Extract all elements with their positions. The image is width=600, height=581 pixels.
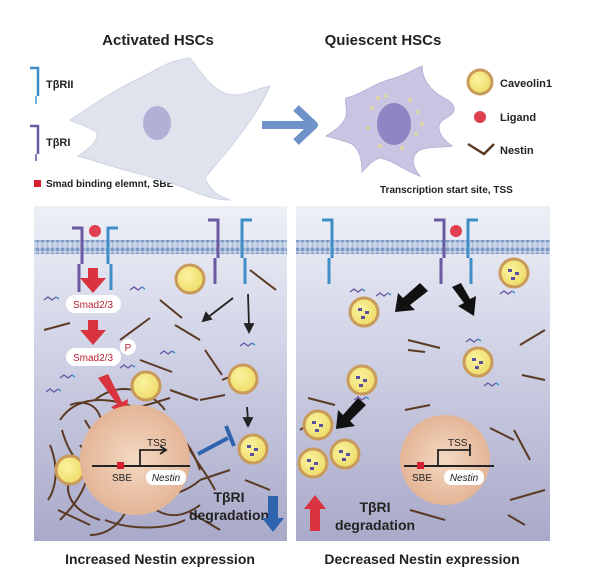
legend-nestin-label: Nestin — [500, 145, 534, 157]
legend-caveolin-icon — [466, 68, 494, 96]
legend-tbr2-label: TβRII — [46, 79, 74, 91]
right-caveolin-7 — [297, 447, 329, 479]
left-tss-arrow — [139, 445, 168, 466]
left-gene-box — [146, 470, 186, 485]
left-black-arrows — [201, 293, 255, 429]
right-receptor-single — [322, 218, 334, 284]
left-membrane — [34, 240, 287, 254]
right-black-arrows — [336, 283, 476, 429]
legend-tbr2-icon — [30, 66, 40, 104]
right-caveolin-6 — [329, 438, 361, 470]
legend-ligand-icon — [474, 111, 486, 123]
left-red-arrow-2 — [80, 320, 106, 345]
transition-arrow — [262, 105, 318, 145]
legend-tss-label: Transcription start site, TSS — [380, 185, 513, 196]
left-ligand — [89, 225, 101, 237]
smad-label-1: Smad2/3 — [73, 300, 113, 311]
right-sbe-mark — [417, 462, 424, 469]
right-deg-line1: TβRI — [359, 499, 390, 515]
right-receptor-pair — [434, 218, 478, 284]
right-caveolin-4 — [346, 364, 378, 396]
left-sbe-mark — [117, 462, 124, 469]
right-nucleus — [400, 415, 490, 505]
right-deg-line2: degradation — [335, 517, 415, 533]
left-panel: Smad2/3 Smad2/3 P TSS — [34, 206, 287, 541]
left-caveolin-4 — [54, 454, 86, 486]
right-sbe-label: SBE — [412, 473, 432, 484]
left-inhibition — [197, 425, 236, 456]
left-tss-label: TSS — [147, 438, 167, 449]
left-caveolin-2 — [130, 370, 162, 402]
left-gene-label: Nestin — [152, 473, 181, 484]
legend-sbe-icon — [34, 180, 41, 187]
left-down-arrow-icon — [262, 496, 284, 532]
right-tss-block — [437, 444, 471, 466]
right-caveolin-3 — [462, 346, 494, 378]
right-membrane — [296, 240, 550, 254]
activated-hsc-nucleus — [143, 106, 171, 140]
left-receptor-pair-2 — [208, 218, 252, 284]
left-caveolin-5 — [237, 433, 269, 465]
right-ligand — [450, 225, 462, 237]
quiescent-hsc-nucleus — [377, 103, 411, 145]
left-red-arrow-1 — [80, 268, 106, 293]
right-caveolin-2 — [348, 296, 380, 328]
smad-pill-1 — [66, 295, 121, 313]
activated-hsc-cell — [69, 57, 271, 201]
left-deg-line2: degradation — [189, 507, 269, 523]
left-deg-line1: TβRI — [213, 489, 244, 505]
title-activated: Activated HSCs — [102, 32, 214, 49]
left-sbe-label: SBE — [112, 473, 132, 484]
right-panel: TSS SBE Nestin TβRI degradation — [296, 206, 550, 541]
smad-label-2: Smad2/3 — [73, 353, 113, 364]
quiescent-hsc-cell — [324, 65, 455, 178]
legend-ligand-label: Ligand — [500, 112, 536, 124]
phospho-badge — [120, 339, 136, 355]
right-gene-box — [444, 470, 484, 485]
legend-sbe-label: Smad binding elemnt, SBE — [46, 179, 174, 190]
caption-left: Increased Nestin expression — [65, 551, 255, 567]
left-receptor-pair-1 — [72, 225, 118, 292]
right-tss-label: TSS — [448, 438, 468, 449]
right-up-arrow-icon — [304, 495, 326, 531]
legend-tbr1-icon — [30, 124, 40, 161]
smad-pill-2 — [66, 348, 121, 366]
left-caveolin-1 — [174, 263, 206, 295]
left-caveolin-3 — [227, 363, 259, 395]
title-quiescent: Quiescent HSCs — [325, 32, 442, 49]
phospho-label: P — [125, 343, 132, 354]
right-caveolin-1 — [498, 257, 530, 289]
caption-right: Decreased Nestin expression — [324, 551, 519, 567]
right-gene-label: Nestin — [450, 473, 479, 484]
legend-nestin-icon — [467, 142, 495, 156]
left-nucleus — [80, 405, 190, 515]
legend-tbr1-label: TβRI — [46, 137, 70, 149]
right-caveolin-5 — [302, 409, 334, 441]
legend-caveolin-label: Caveolin1 — [500, 78, 552, 90]
